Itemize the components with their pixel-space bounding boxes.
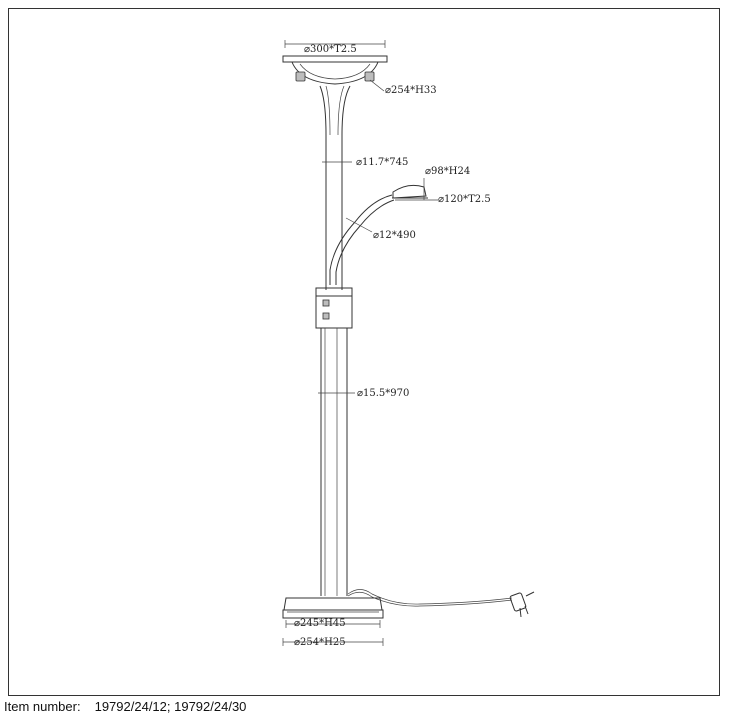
lamp-base [282,597,384,646]
dim-reading-disc: ⌀120*T2.5 [438,194,491,205]
dim-shade-top: ⌀300*T2.5 [304,44,357,55]
uplight-shade [282,40,388,92]
dim-reading-head: ⌀98*H24 [425,166,470,177]
dim-shade-body: ⌀254*H33 [385,85,437,96]
item-number-label: Item number: [4,699,81,714]
coupling-sleeve [315,287,353,329]
lamp-technical-drawing: ⌀300*T2.5 ⌀254*H33 ⌀11.7*745 ⌀98*H24 ⌀12… [282,40,535,648]
item-number-line: Item number: 19792/24/12; 19792/24/30 [4,699,260,714]
lower-stem [318,328,355,596]
upper-stem [319,85,352,290]
dim-reading-arm: ⌀12*490 [373,230,416,241]
plug-icon [509,591,535,618]
dim-upper-tube: ⌀11.7*745 [356,157,408,168]
reading-arm [329,178,438,285]
drawing-frame [8,8,720,696]
item-number-value: 19792/24/12; 19792/24/30 [94,699,247,714]
power-cord [347,589,513,607]
dim-lower-tube: ⌀15.5*970 [357,388,409,399]
dim-base-top: ⌀245*H45 [294,618,346,629]
dim-base-bottom: ⌀254*H25 [294,637,346,648]
